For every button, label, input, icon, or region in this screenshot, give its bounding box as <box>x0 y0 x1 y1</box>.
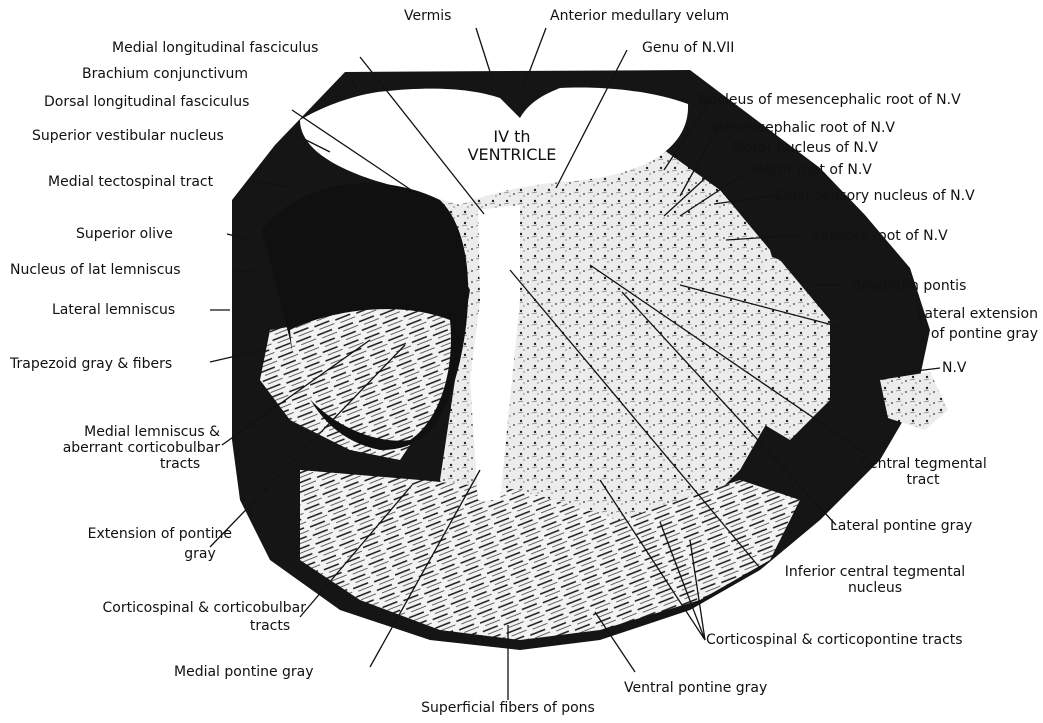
label-anterior-medullary-velum: Anterior medullary velum <box>550 8 729 24</box>
label-vermis: Vermis <box>404 8 451 24</box>
label-central-tegmental-line1: Central tegmental <box>838 456 1008 472</box>
label-lateral-extension-line1: Lateral extension <box>848 306 1038 322</box>
label-inferior-central-line1: Inferior central tegmental <box>760 564 990 580</box>
label-genu-nvii: Genu of N.VII <box>642 40 734 56</box>
label-nucleus-lat-lemniscus: Nucleus of lat lemniscus <box>10 262 181 278</box>
label-ventricle-line1: IV th <box>472 128 552 146</box>
label-medial-longitudinal-fasciculus: Medial longitudinal fasciculus <box>112 40 318 56</box>
label-corticospinal-corticobulbar-line2: tracts <box>210 618 330 634</box>
label-chief-sensory-nucleus: Chief sensory nucleus of N.V <box>774 188 975 204</box>
label-inferior-central-line2: nucleus <box>760 580 990 596</box>
label-lateral-lemniscus: Lateral lemniscus <box>52 302 175 318</box>
label-brachium-pontis: Brachium pontis <box>852 278 966 294</box>
label-brachium-conjunctivum: Brachium conjunctivum <box>82 66 248 82</box>
label-extension-pontine-line1: Extension of pontine <box>10 526 232 542</box>
label-medial-tectospinal-tract: Medial tectospinal tract <box>48 174 213 190</box>
label-motor-nucleus: Motor nucleus of N.V <box>732 140 878 156</box>
label-trapezoid: Trapezoid gray & fibers <box>10 356 172 372</box>
label-medial-lemniscus-line3: tracts <box>130 456 230 472</box>
label-central-tegmental-line2: tract <box>838 472 1008 488</box>
label-medial-pontine-gray: Medial pontine gray <box>174 664 314 680</box>
label-mesencephalic-root: Mesencephalic root of N.V <box>712 120 895 136</box>
label-dorsal-longitudinal-fasciculus: Dorsal longitudinal fasciculus <box>44 94 249 110</box>
label-superior-vestibular-nucleus: Superior vestibular nucleus <box>32 128 224 144</box>
label-medial-lemniscus-line1: Medial lemniscus & <box>10 424 220 440</box>
label-extension-pontine-line2: gray <box>150 546 250 562</box>
label-nucleus-mesencephalic-root: Nucleus of mesencephalic root of N.V <box>698 92 961 108</box>
label-corticospinal-corticobulbar-line1: Corticospinal & corticobulbar <box>10 600 306 616</box>
label-superior-olive: Superior olive <box>76 226 173 242</box>
label-motor-root: Motor root of N.V <box>752 162 872 178</box>
label-medial-lemniscus-line2: aberrant corticobulbar <box>10 440 220 456</box>
label-ventral-pontine-gray: Ventral pontine gray <box>624 680 767 696</box>
label-nv: N.V <box>942 360 967 376</box>
label-ventricle-line2: VENTRICLE <box>452 146 572 164</box>
label-sensory-root: Sensory root of N.V <box>812 228 948 244</box>
label-lateral-pontine-gray: Lateral pontine gray <box>830 518 972 534</box>
label-corticospinal-corticopontine: Corticospinal & corticopontine tracts <box>706 632 963 648</box>
label-lateral-extension-line2: of pontine gray <box>848 326 1038 342</box>
label-superficial-fibers: Superficial fibers of pons <box>348 700 668 716</box>
